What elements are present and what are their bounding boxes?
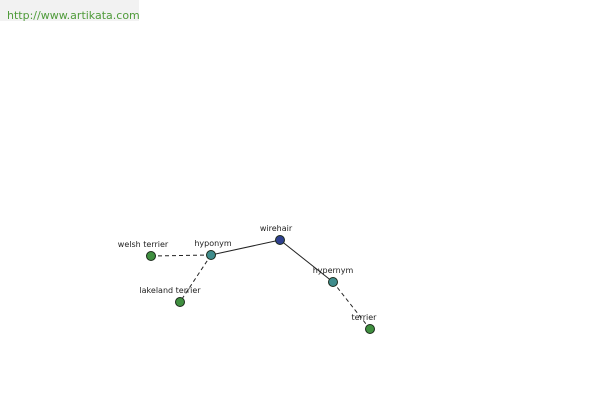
- node-label-terrier: terrier: [352, 313, 378, 322]
- node-label-hypernym: hypernym: [313, 266, 354, 275]
- node-label-welsh-terrier: welsh terrier: [118, 240, 169, 249]
- node-label-hyponym: hyponym: [194, 239, 232, 248]
- edge-wirehair-hyponym: [210, 239, 281, 256]
- edge-hyponym-lakeland-terrier: [179, 254, 212, 303]
- node-lakeland-terrier[interactable]: lakeland terrier: [139, 286, 201, 307]
- node-label-wirehair: wirehair: [260, 224, 293, 233]
- edge-wirehair-hypernym: [279, 239, 334, 283]
- circle-node-icon: [275, 235, 285, 245]
- circle-node-icon: [175, 297, 185, 307]
- circle-node-icon: [365, 324, 375, 334]
- site-url-link[interactable]: http://www.artikata.com: [7, 9, 140, 22]
- node-label-lakeland-terrier: lakeland terrier: [139, 286, 201, 295]
- node-hyponym[interactable]: hyponym: [194, 239, 232, 260]
- edge-hyponym-welsh-terrier: [150, 254, 212, 257]
- circle-node-icon: [206, 250, 216, 260]
- node-hypernym[interactable]: hypernym: [313, 266, 354, 287]
- node-welsh-terrier[interactable]: welsh terrier: [118, 240, 169, 261]
- url-bar: http://www.artikata.com: [0, 0, 140, 22]
- circle-node-icon: [146, 251, 156, 261]
- edge-hypernym-terrier: [332, 281, 371, 330]
- node-wirehair[interactable]: wirehair: [260, 224, 293, 245]
- node-terrier[interactable]: terrier: [352, 313, 378, 334]
- circle-node-icon: [328, 277, 338, 287]
